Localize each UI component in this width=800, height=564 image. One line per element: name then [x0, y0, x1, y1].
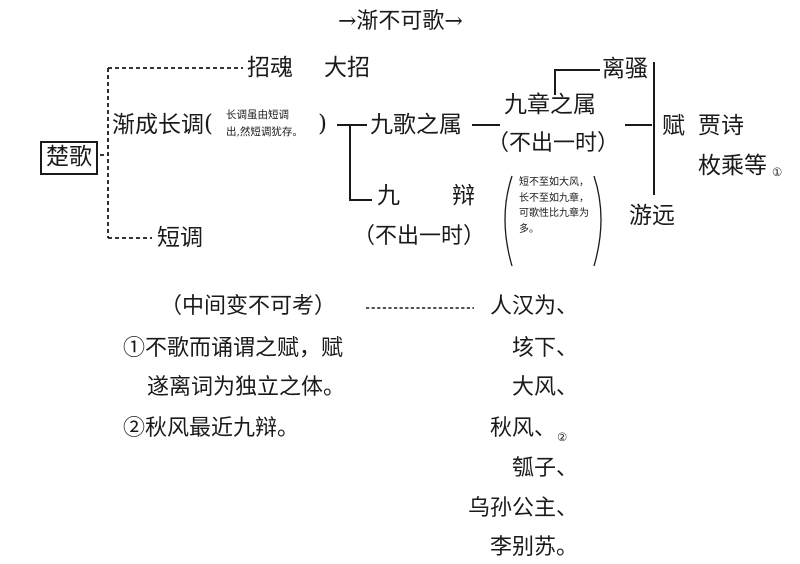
node-meicheng: 枚乘等: [698, 153, 767, 179]
diagram-title: →渐不可歌→: [338, 9, 463, 34]
root-node: 楚歌: [40, 141, 98, 175]
jiubian-comment: 短不至如大风，长不至如九章，可歌性比九章为多。: [519, 177, 589, 235]
node-jiubian-char1: 九: [377, 183, 400, 209]
jiubian-note: （不出一时）: [353, 224, 486, 249]
node-short-tone: 短调: [157, 225, 203, 251]
paren-open: (: [204, 111, 213, 137]
node-zhaohun: 招魂: [247, 55, 293, 81]
node-lisao: 离骚: [602, 56, 648, 82]
han-song-4: 秋风、: [489, 416, 556, 441]
node-jiayi: 贾诗: [698, 113, 744, 139]
jiuzhang-note: （不出一时）: [487, 131, 620, 156]
han-song-1: 人汉为、: [489, 294, 578, 319]
han-song-6: 乌孙公主、: [467, 496, 578, 521]
note-line-2: 遂离词为独立之体。: [147, 375, 346, 400]
bracket-jiuge-jiubian: [349, 125, 372, 201]
node-long-tone: 渐成长调: [112, 112, 204, 138]
note-line-3: ②秋风最近九辩。: [123, 416, 300, 441]
node-fu: 赋: [662, 113, 685, 139]
han-song-7: 李别苏。: [489, 535, 578, 560]
paren-close: ): [318, 111, 327, 137]
bracket-lisao: [554, 69, 600, 95]
node-jiuzhang: 九章之属: [504, 92, 596, 118]
long-tone-note-line1: 长调虽由短调: [226, 109, 289, 121]
han-song-2: 垓下、: [511, 336, 578, 361]
han-song-3: 大风、: [511, 375, 578, 400]
long-tone-note-line2: 出,然短调犹存。: [226, 126, 303, 138]
footnote-mark-2: ②: [557, 430, 568, 444]
node-youyuan: 游远: [629, 203, 675, 229]
han-song-5: 瓠子、: [511, 456, 578, 481]
paren-left-comment: [504, 175, 513, 267]
note-line-1: ①不歌而诵谓之赋，赋: [123, 336, 344, 361]
paren-right-comment: [593, 175, 602, 267]
node-dazhao: 大招: [324, 55, 370, 81]
footnote-mark-1: ①: [772, 165, 783, 179]
middle-label: （中间变不可考）: [160, 294, 337, 319]
node-jiubian-char2: 辩: [452, 183, 475, 209]
node-jiuge: 九歌之属: [370, 112, 462, 138]
